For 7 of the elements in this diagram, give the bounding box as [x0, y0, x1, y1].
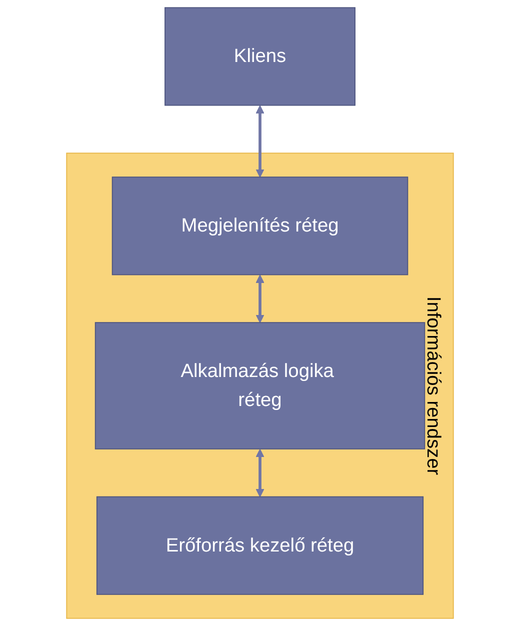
arrow — [255, 448, 264, 498]
arrow — [255, 105, 264, 178]
arrow — [255, 274, 264, 323]
node-box: Megjelenítés réteg — [111, 176, 408, 276]
node-box: Erőforrás kezelő réteg — [96, 496, 424, 595]
node-box: Kliens — [164, 7, 355, 106]
node-box: Alkalmazás logika réteg — [94, 322, 425, 450]
